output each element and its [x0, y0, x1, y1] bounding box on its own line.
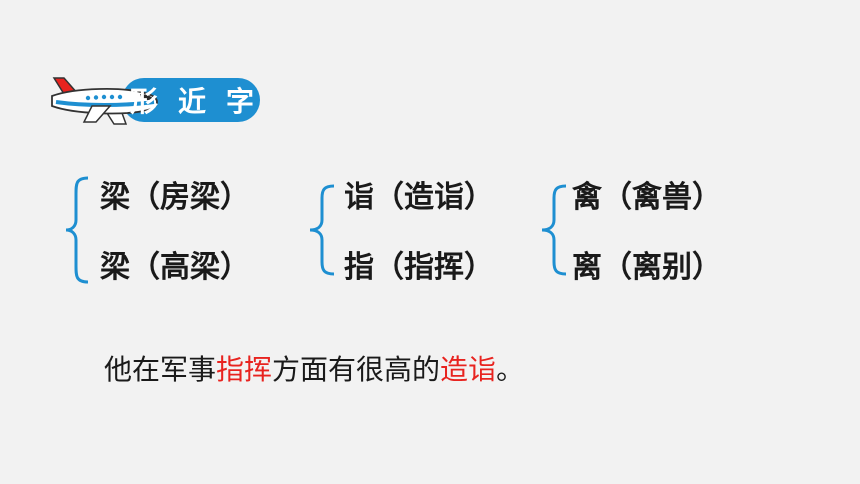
sentence-part: 。	[496, 353, 525, 386]
char-group-3: 禽（禽兽） 离（离别）	[530, 170, 780, 290]
title-char-3: 字	[225, 85, 254, 118]
highlighted-word: 造诣	[440, 353, 497, 386]
airplane-icon	[51, 77, 158, 125]
group-3-item-1: 禽（禽兽）	[572, 180, 722, 215]
left-brace-icon	[309, 184, 335, 276]
char-group-1: 梁（房梁） 梁（高梁）	[60, 170, 290, 290]
left-brace-icon	[541, 184, 567, 276]
highlighted-word: 指挥	[216, 353, 273, 386]
group-1-item-1: 梁（房梁）	[100, 180, 250, 215]
char-group-2: 诣（造诣） 指（指挥）	[300, 170, 540, 290]
group-2-item-2: 指（指挥）	[344, 250, 494, 285]
left-brace-icon	[65, 176, 89, 284]
example-sentence: 他在军事指挥方面有很高的造诣。	[104, 350, 524, 390]
section-badge: 形 近 字	[44, 72, 262, 130]
group-3-item-2: 离（离别）	[572, 250, 722, 285]
sentence-part: 方面有很高的	[272, 353, 441, 386]
title-text: 形 近 字	[130, 78, 254, 122]
title-char-2: 近	[177, 85, 206, 118]
group-1-item-2: 梁（高梁）	[100, 250, 250, 285]
title-char-1: 形	[130, 85, 159, 118]
sentence-part: 他在军事	[104, 353, 217, 386]
group-2-item-1: 诣（造诣）	[344, 180, 494, 215]
